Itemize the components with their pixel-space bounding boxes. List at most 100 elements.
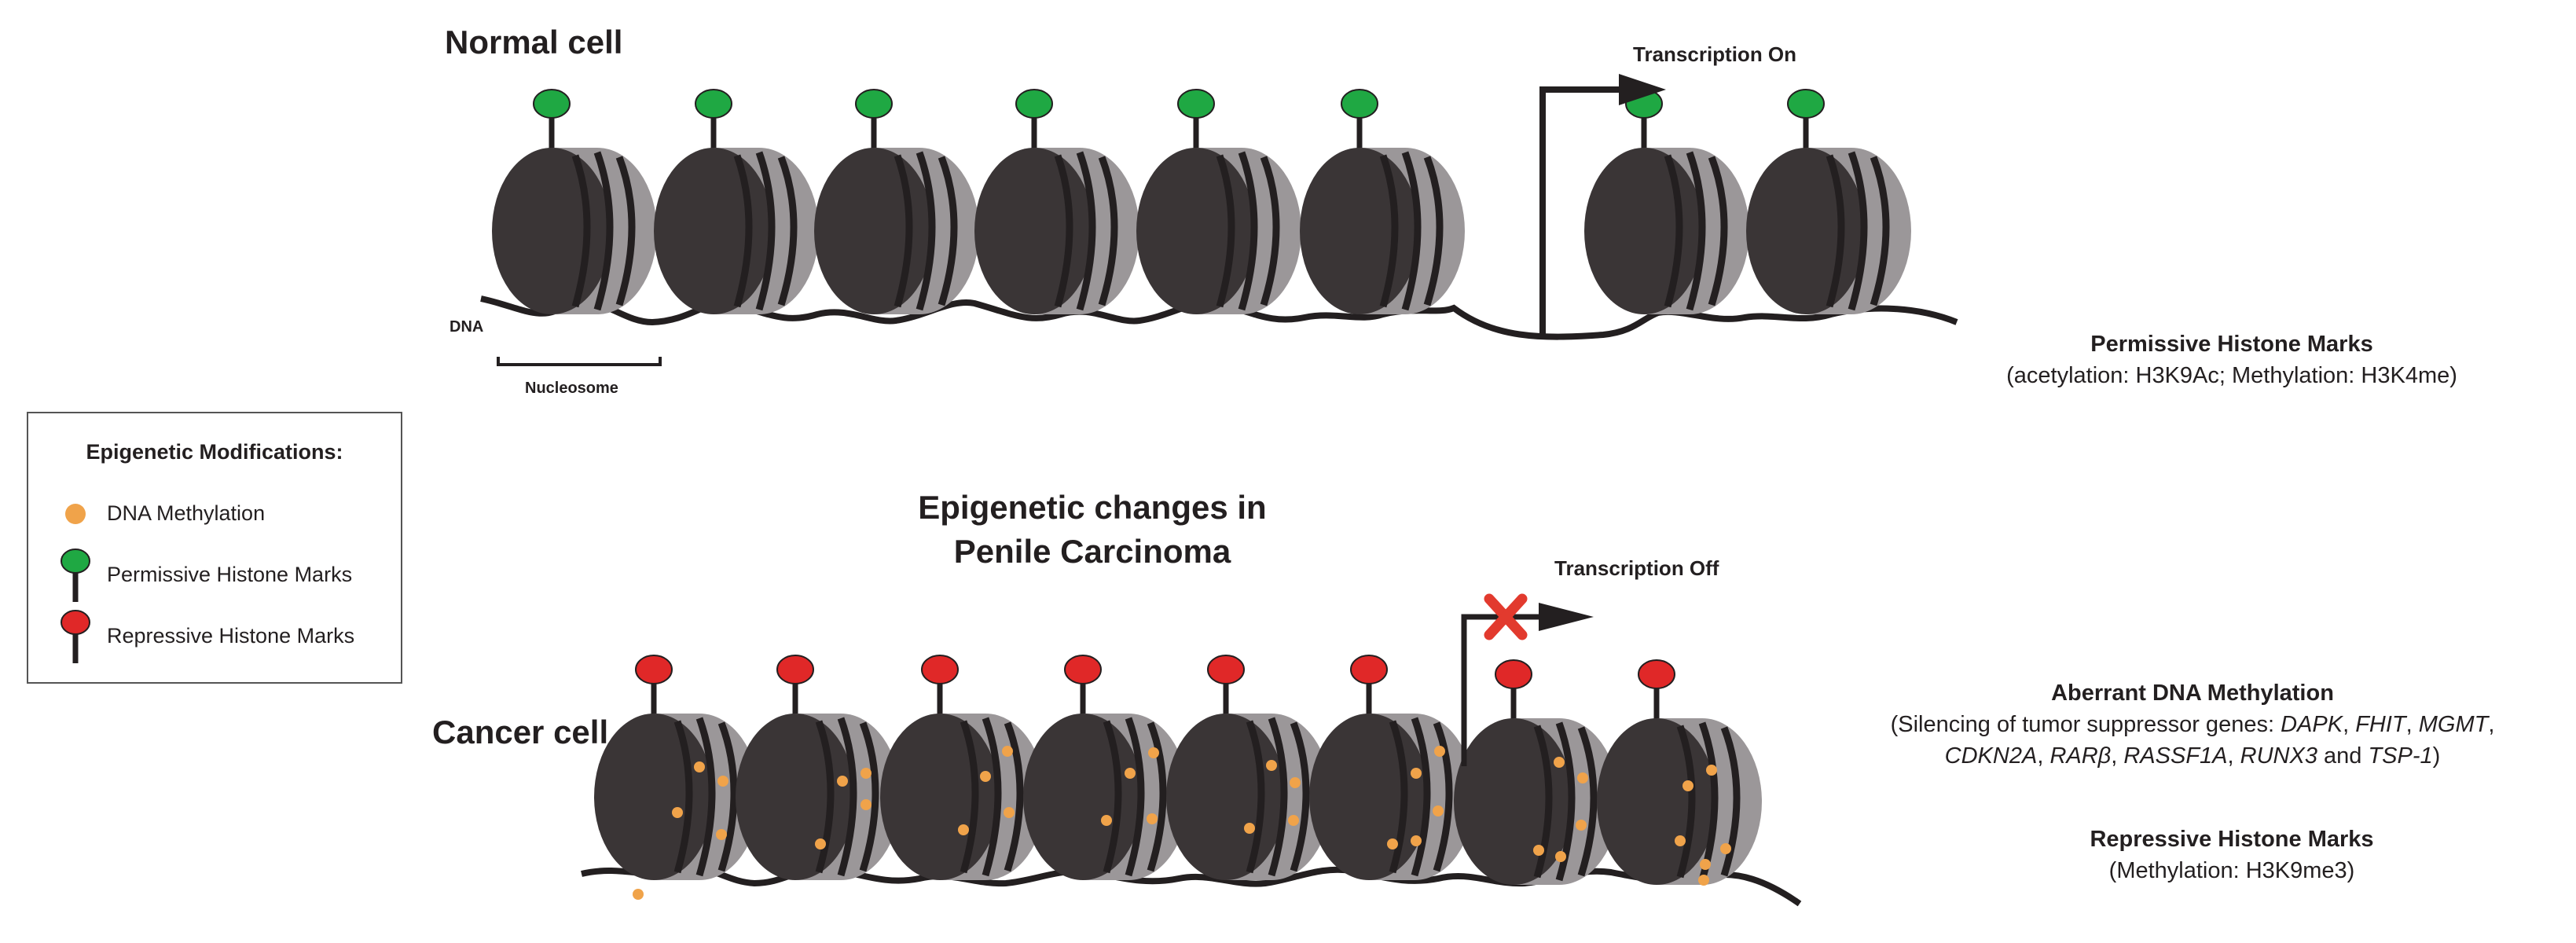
histone-octamer	[736, 714, 901, 880]
nucleosome	[1597, 659, 1762, 886]
repressive-histone-mark	[1350, 655, 1388, 684]
nucleosome	[880, 655, 1045, 880]
gene-dapk: DAPK	[2281, 712, 2343, 737]
legend-title: Epigenetic Modifications:	[86, 440, 343, 464]
epigenetic-changes-heading: Epigenetic changes in Penile Carcinoma	[849, 486, 1336, 574]
dna-methylation-dot	[1555, 851, 1566, 862]
dna-methylation-dot	[716, 829, 727, 840]
aberrant-info-block: Aberrant DNA Methylation (Silencing of t…	[1831, 677, 2554, 772]
nucleosome	[736, 655, 901, 880]
cancer-dna-strand	[581, 865, 1802, 907]
dna-methylation-dot	[1101, 815, 1112, 826]
nucleosome	[814, 89, 979, 314]
repressive-info-title: Repressive Histone Marks	[2090, 827, 2374, 852]
nucleosome	[1309, 655, 1474, 880]
dna-methylation-dot	[1706, 765, 1717, 776]
dna-methylation-dot	[1577, 772, 1588, 783]
permissive-info-detail: (acetylation: H3K9Ac; Methylation: H3K4m…	[2006, 363, 2457, 388]
separator: ,	[2405, 712, 2419, 737]
dna-methylation-dot	[1700, 859, 1711, 870]
permissive-info-title: Permissive Histone Marks	[2090, 332, 2373, 357]
separator: ,	[2111, 743, 2124, 769]
histone-octamer	[1597, 718, 1762, 885]
histone-octamer	[1136, 148, 1301, 314]
separator: ,	[2227, 743, 2240, 769]
dna-methylation-dot	[837, 776, 848, 787]
nucleosome	[974, 89, 1139, 314]
repressive-histone-mark	[1207, 655, 1245, 684]
permissive-histone-mark	[533, 89, 571, 119]
conjunction: and	[2317, 743, 2369, 769]
gene-tsp1: TSP-1	[2368, 743, 2433, 769]
repressive-histone-mark	[1638, 659, 1675, 689]
histone-octamer	[1023, 714, 1188, 880]
epigenetic-heading-line2: Penile Carcinoma	[953, 533, 1231, 570]
legend-item-repressive: Repressive Histone Marks	[107, 624, 355, 648]
nucleosome-label: Nucleosome	[525, 380, 618, 397]
repressive-histone-mark	[776, 655, 814, 684]
histone-octamer	[594, 714, 759, 880]
histone-octamer	[814, 148, 979, 314]
dna-methylation-dot	[1682, 780, 1693, 791]
dna-methylation-dot	[694, 761, 705, 772]
dna-methylation-dot	[1125, 768, 1136, 779]
normal-cell-title: Normal cell	[445, 24, 623, 61]
transcription-on-arrowhead	[1619, 74, 1666, 105]
dna-methylation-dot	[1433, 805, 1444, 816]
nucleosome	[1136, 89, 1301, 314]
gene-rarb: RARβ	[2049, 743, 2112, 769]
separator: ,	[2488, 712, 2495, 737]
histone-octamer	[654, 148, 819, 314]
dna-methylation-dot	[861, 768, 872, 779]
legend-box: Epigenetic Modifications: DNA Methylatio…	[27, 412, 402, 684]
nucleosome-bracket	[497, 357, 662, 366]
gene-rassf1a: RASSF1A	[2123, 743, 2228, 769]
transcription-off-arrow	[1461, 614, 1547, 766]
dna-methylation-dot	[1698, 875, 1709, 886]
dna-methylation-dot	[1148, 747, 1159, 758]
repressive-histone-mark	[921, 655, 959, 684]
dna-label: DNA	[450, 318, 484, 336]
repressive-mark-icon	[61, 610, 90, 663]
permissive-histone-mark	[1015, 89, 1053, 119]
permissive-histone-mark	[1177, 89, 1215, 119]
dna-methylation-dot	[1411, 768, 1422, 779]
dna-methylation-dot	[1533, 845, 1544, 856]
repressive-info-block: Repressive Histone Marks (Methylation: H…	[1910, 824, 2554, 886]
dna-methylation-dot	[1675, 835, 1686, 846]
transcription-off-arrowhead	[1539, 603, 1594, 631]
nucleosome	[492, 89, 657, 314]
dna-methylation-dot	[958, 824, 969, 835]
dna-methylation-dot	[672, 807, 683, 818]
permissive-histone-mark	[695, 89, 732, 119]
histone-octamer	[1454, 718, 1619, 885]
gene-mgmt: MGMT	[2418, 712, 2489, 737]
dna-methylation-dot	[1411, 835, 1422, 846]
gene-fhit: FHIT	[2355, 712, 2406, 737]
permissive-info-block: Permissive Histone Marks (acetylation: H…	[1910, 328, 2554, 391]
closing-paren: )	[2432, 743, 2441, 769]
dna-methylation-dot	[1554, 757, 1565, 768]
histone-octamer	[1584, 148, 1749, 314]
dna-methylation-dot	[1434, 746, 1445, 757]
nucleosome	[594, 655, 759, 900]
repressive-info-detail: (Methylation: H3K9me3)	[2108, 858, 2355, 883]
nucleosome	[1166, 655, 1331, 880]
permissive-histone-mark	[1787, 89, 1825, 119]
aberrant-info-line1: (Silencing of tumor suppressor genes: DA…	[1831, 709, 2554, 740]
permissive-mark-icon	[61, 549, 90, 602]
separator: ,	[2343, 712, 2356, 737]
dna-methylation-dot	[1004, 807, 1015, 818]
nucleosome	[1454, 659, 1619, 885]
dna-methylation-dot	[1002, 746, 1013, 757]
cancer-nucleosomes	[594, 655, 1762, 900]
nucleosome	[1300, 89, 1465, 314]
dna-methylation-dot	[1288, 815, 1299, 826]
epigenetic-heading-line1: Epigenetic changes in	[918, 489, 1267, 526]
aberrant-info-line2: CDKN2A, RARβ, RASSF1A, RUNX3 and TSP-1)	[1831, 740, 2554, 772]
repressive-histone-mark	[1064, 655, 1102, 684]
dna-methylation-dot	[1147, 813, 1158, 824]
nucleosome	[1746, 89, 1911, 314]
gene-runx3: RUNX3	[2240, 743, 2317, 769]
